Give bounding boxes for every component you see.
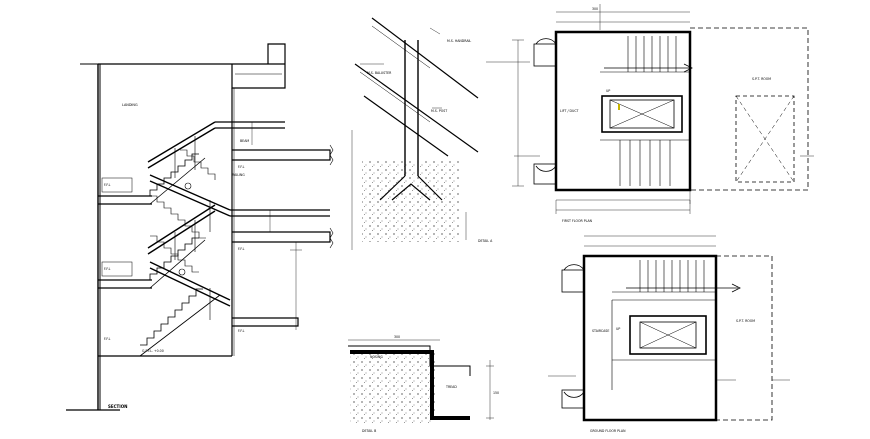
floor-label-4: F.F.L bbox=[238, 247, 245, 251]
lower-floor-plan-drawing bbox=[548, 235, 790, 422]
baluster-note: M.S. BALUSTER bbox=[367, 71, 392, 75]
upper-plan-caption: FIRST FLOOR PLAN bbox=[562, 219, 593, 223]
staircase-section-drawing bbox=[66, 43, 334, 411]
lower-plan-caption: GROUND FLOOR PLAN bbox=[590, 429, 626, 433]
floor-label-6: F.F.L bbox=[104, 337, 111, 341]
upper-plan-accent-mark bbox=[618, 104, 620, 110]
upper-room-label: S.P.T. ROOM bbox=[752, 77, 771, 81]
railing-note: RAILING bbox=[232, 173, 245, 177]
upper-dim-top: 300 bbox=[592, 7, 598, 11]
upper-up-label: UP bbox=[606, 89, 610, 93]
nosing-note: NOSING bbox=[370, 355, 383, 359]
ground-note: G.F.F.L. +0.00 bbox=[142, 349, 164, 353]
landing-note: LANDING bbox=[122, 103, 138, 107]
step-nosing-detail-drawing bbox=[348, 339, 494, 424]
railing-detail-caption: DETAIL A bbox=[478, 239, 493, 243]
floor-label-3: F.F.L bbox=[238, 165, 245, 169]
tread-note: TREAD bbox=[445, 385, 457, 389]
beam-note: BEAM bbox=[240, 139, 249, 143]
upper-floor-plan-drawing bbox=[486, 4, 814, 214]
handrail-note: M.S. HANDRAIL bbox=[447, 39, 471, 43]
floor-label-2: F.F.L bbox=[104, 267, 111, 271]
floor-label-5: F.F.L bbox=[238, 329, 245, 333]
step-detail-caption: DETAIL B bbox=[362, 429, 376, 433]
railing-detail-drawing bbox=[351, 17, 479, 250]
lower-core-label: STAIRCASE bbox=[592, 329, 609, 333]
lower-room-label: S.P.T. ROOM bbox=[736, 319, 755, 323]
floor-label-1: F.F.L bbox=[104, 183, 111, 187]
section-title: SECTION bbox=[108, 404, 128, 409]
step-dim-top: 300 bbox=[394, 335, 400, 339]
step-dim-side: 150 bbox=[493, 391, 499, 395]
upper-core-label: LIFT / DUCT bbox=[560, 109, 579, 113]
lower-up-label: UP bbox=[616, 327, 620, 331]
post-note: M.S. POST bbox=[431, 109, 447, 113]
